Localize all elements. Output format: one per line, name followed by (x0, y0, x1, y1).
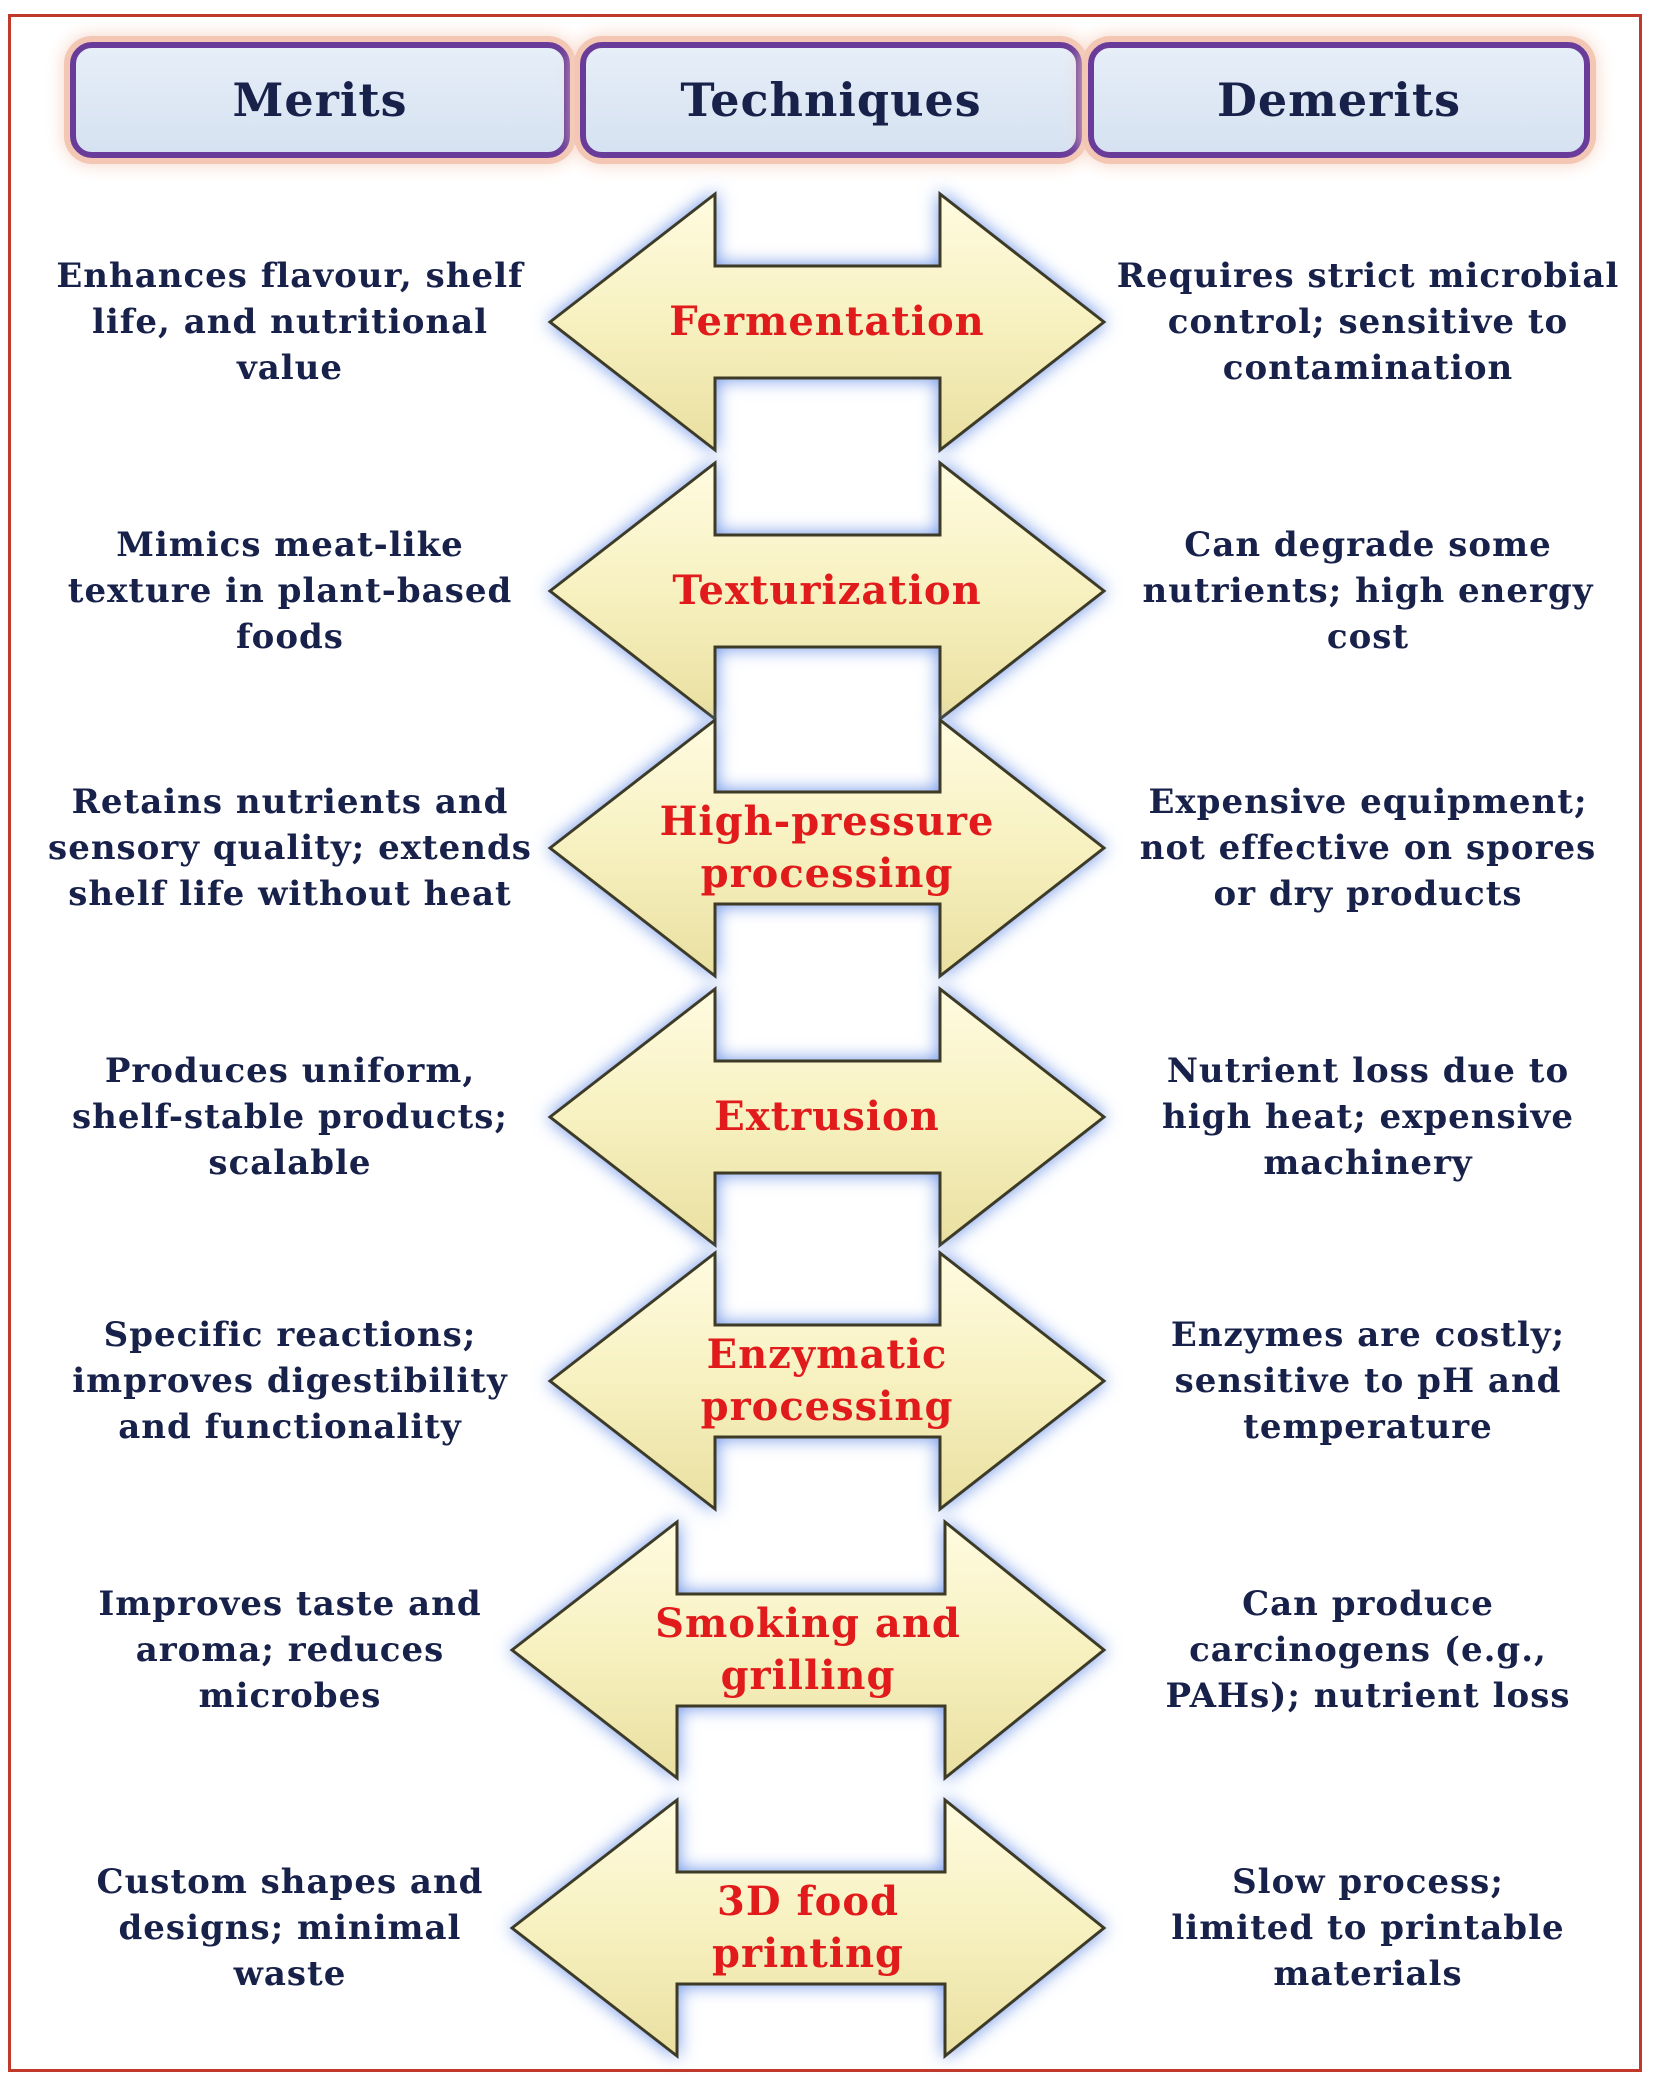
demerit-text-line: Enzymes are costly; (1170, 1315, 1566, 1355)
merit-text-line: microbes (198, 1676, 382, 1716)
demerit-text-line: high heat; expensive (1162, 1097, 1574, 1137)
demerit-text-line: or dry products (1213, 874, 1523, 914)
technique-arrow (547, 459, 1107, 723)
merit-text-line: Produces uniform, (104, 1051, 476, 1091)
merit-text-line: Retains nutrients and (71, 782, 509, 822)
demerit-text-line: Can produce (1242, 1584, 1494, 1624)
technique-label: Smoking and grilling (598, 1598, 1018, 1702)
demerit-text: Enzymes are costly; sensitive to pH and te… (1108, 1312, 1628, 1450)
merit-text-line: improves digestibility (72, 1361, 508, 1401)
technique-label-line: processing (700, 850, 954, 897)
merit-text-line: and functionality (118, 1407, 462, 1447)
merit-text-line: Custom shapes and (96, 1862, 484, 1902)
techniques-header: Techniques (580, 42, 1082, 158)
merit-text-line: value (236, 348, 344, 388)
demerits-header: Demerits (1088, 42, 1590, 158)
demerit-text-line: nutrients; high energy (1142, 571, 1594, 611)
technique-label: Enzymatic processing (617, 1329, 1037, 1433)
demerit-text: Requires strict microbial control; sensit… (1108, 253, 1628, 391)
merit-text-line: shelf-stable products; (72, 1097, 508, 1137)
demerit-text-line: contamination (1222, 348, 1514, 388)
demerit-text-line: Expensive equipment; (1148, 782, 1588, 822)
merit-text-line: life, and nutritional (91, 302, 489, 342)
demerit-text-line: Requires strict microbial (1116, 256, 1620, 296)
technique-arrow (547, 716, 1107, 980)
technique-label: Extrusion (617, 1091, 1037, 1143)
merit-text-line: scalable (208, 1143, 372, 1183)
merit-text-line: Mimics meat-like (116, 525, 464, 565)
demerit-text-line: Can degrade some (1184, 525, 1552, 565)
demerit-text-line: Slow process; (1232, 1862, 1504, 1902)
demerit-text-line: materials (1273, 1954, 1463, 1994)
merit-text-line: sensory quality; extends (48, 828, 532, 868)
merit-text-line: Specific reactions; (103, 1315, 477, 1355)
demerit-text: Can degrade some nutrients; high energy co… (1108, 522, 1628, 660)
merit-text-line: aroma; reduces (135, 1630, 445, 1670)
demerit-text-line: machinery (1263, 1143, 1473, 1183)
merit-text: Custom shapes and designs; minimal waste (30, 1859, 550, 1997)
technique-label-line: Texturization (672, 567, 982, 614)
technique-label-line: grilling (720, 1652, 896, 1699)
demerit-text: Expensive equipment; not effective on spo… (1108, 779, 1628, 917)
demerit-text-line: carcinogens (e.g., (1189, 1630, 1547, 1670)
demerit-text-line: Nutrient loss due to (1166, 1051, 1570, 1091)
merit-text-line: shelf life without heat (68, 874, 512, 914)
demerit-text-line: sensitive to pH and (1174, 1361, 1562, 1401)
technique-label: High-pressure processing (617, 796, 1037, 900)
merit-text-line: waste (233, 1954, 347, 1994)
demerit-text-line: PAHs); nutrient loss (1165, 1676, 1571, 1716)
technique-label-line: High-pressure (659, 798, 995, 845)
merit-text: Specific reactions; improves digestibilit… (30, 1312, 550, 1450)
technique-label-line: Extrusion (714, 1093, 940, 1140)
technique-arrow (547, 1249, 1107, 1513)
demerit-text: Nutrient loss due to high heat; expensive… (1108, 1048, 1628, 1186)
merit-text: Mimics meat-like texture in plant-based fo… (30, 522, 550, 660)
technique-label-line: Smoking and (655, 1600, 961, 1647)
demerit-text-line: temperature (1243, 1407, 1493, 1447)
technique-arrow (547, 985, 1107, 1249)
technique-arrow (509, 1518, 1107, 1782)
technique-label-line: printing (711, 1930, 905, 1977)
technique-label-line: Enzymatic (706, 1331, 948, 1378)
demerit-text: Slow process; limited to printable materia… (1108, 1859, 1628, 1997)
diagram-frame (8, 14, 1642, 2072)
demerit-text: Can produce carcinogens (e.g., PAHs); nutr… (1108, 1581, 1628, 1719)
merit-text-line: Enhances flavour, shelf (56, 256, 524, 296)
demerit-text-line: control; sensitive to (1167, 302, 1569, 342)
demerit-text-line: not effective on spores (1139, 828, 1597, 868)
demerit-text-line: limited to printable (1171, 1908, 1565, 1948)
technique-label-line: 3D food (717, 1878, 899, 1925)
technique-arrow (509, 1796, 1107, 2060)
merit-text-line: foods (236, 617, 344, 657)
merit-text-line: texture in plant-based (67, 571, 513, 611)
merits-header: Merits (70, 42, 570, 158)
technique-label: 3D food printing (598, 1876, 1018, 1980)
merit-text: Retains nutrients and sensory quality; ex… (30, 779, 550, 917)
technique-label-line: Fermentation (669, 298, 985, 345)
technique-label: Fermentation (617, 296, 1037, 348)
technique-label-line: processing (700, 1383, 954, 1430)
merit-text: Improves taste and aroma; reduces microbes (30, 1581, 550, 1719)
technique-label: Texturization (617, 565, 1037, 617)
merit-text-line: Improves taste and (98, 1584, 482, 1624)
technique-arrow (547, 190, 1107, 454)
merit-text: Produces uniform, shelf-stable products; s… (30, 1048, 550, 1186)
merit-text-line: designs; minimal (118, 1908, 462, 1948)
demerit-text-line: cost (1326, 617, 1410, 657)
merit-text: Enhances flavour, shelf life, and nutriti… (30, 253, 550, 391)
